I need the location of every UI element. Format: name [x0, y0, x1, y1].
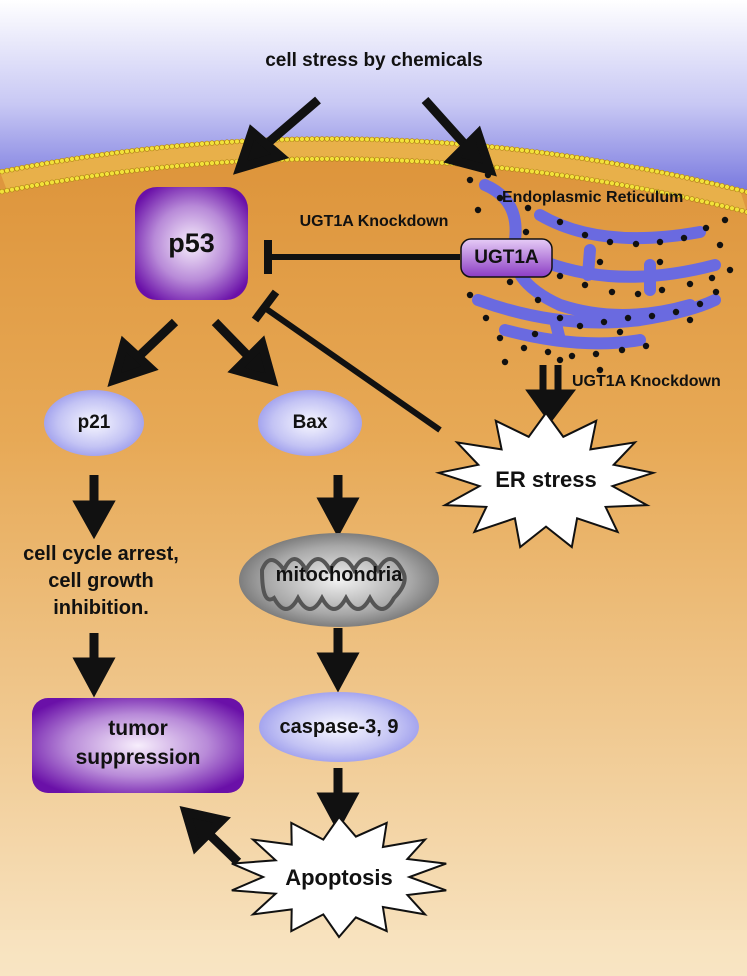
ribosome-dots: [466, 171, 734, 374]
er-stress-inhibits-p53: [251, 289, 442, 433]
er-stress-burst: [434, 411, 658, 549]
cell-membrane: [0, 136, 747, 215]
ugt1a-label: UGT1A: [474, 247, 539, 268]
apoptosis-burst: [231, 815, 447, 939]
p21-oval: [44, 390, 144, 456]
ugt1a-box: [460, 238, 553, 278]
caspase-oval: [259, 692, 419, 762]
mitochondria-label: mitochondria: [275, 563, 403, 586]
ugt1a-inhibits-p53: [264, 240, 460, 274]
endoplasmic-reticulum: [472, 179, 721, 350]
apoptosis-to-tumor-arrow: [179, 805, 242, 866]
cell-cycle-text: cell cycle arrest, cell growth inhibitio…: [6, 541, 196, 622]
tumor-line-1: tumor: [108, 717, 168, 740]
p53-box: [135, 187, 248, 300]
bax-label: Bax: [292, 412, 328, 433]
p53-label: p53: [168, 228, 215, 258]
tumor-line-2: suppression: [75, 746, 201, 769]
mitochondria-cristae: [259, 557, 407, 611]
p53-to-targets-arrows: [107, 318, 279, 387]
cell-cycle-line-3: inhibition.: [53, 597, 149, 619]
knockdown-label-bottom: UGT1A Knockdown: [572, 373, 721, 390]
cell-cycle-line-2: cell growth: [48, 570, 154, 592]
er-label: Endoplasmic Reticulum: [502, 189, 684, 206]
er-stress-label: ER stress: [495, 467, 597, 492]
bax-oval: [258, 390, 362, 456]
knockdown-label-top: UGT1A Knockdown: [299, 213, 449, 230]
p21-label: p21: [77, 412, 111, 433]
tumor-suppression-box: [32, 698, 244, 793]
vertical-arrows: [72, 475, 360, 833]
er-to-er-stress-arrow: [525, 365, 577, 424]
tumor-suppression-text: tumor suppression: [32, 714, 244, 772]
apoptosis-label: Apoptosis: [285, 865, 393, 890]
stress-arrows: [232, 96, 497, 177]
diagram-title: cell stress by chemicals: [265, 50, 483, 71]
cell-cycle-line-1: cell cycle arrest,: [23, 543, 179, 565]
caspase-label: caspase-3, 9: [279, 715, 399, 738]
